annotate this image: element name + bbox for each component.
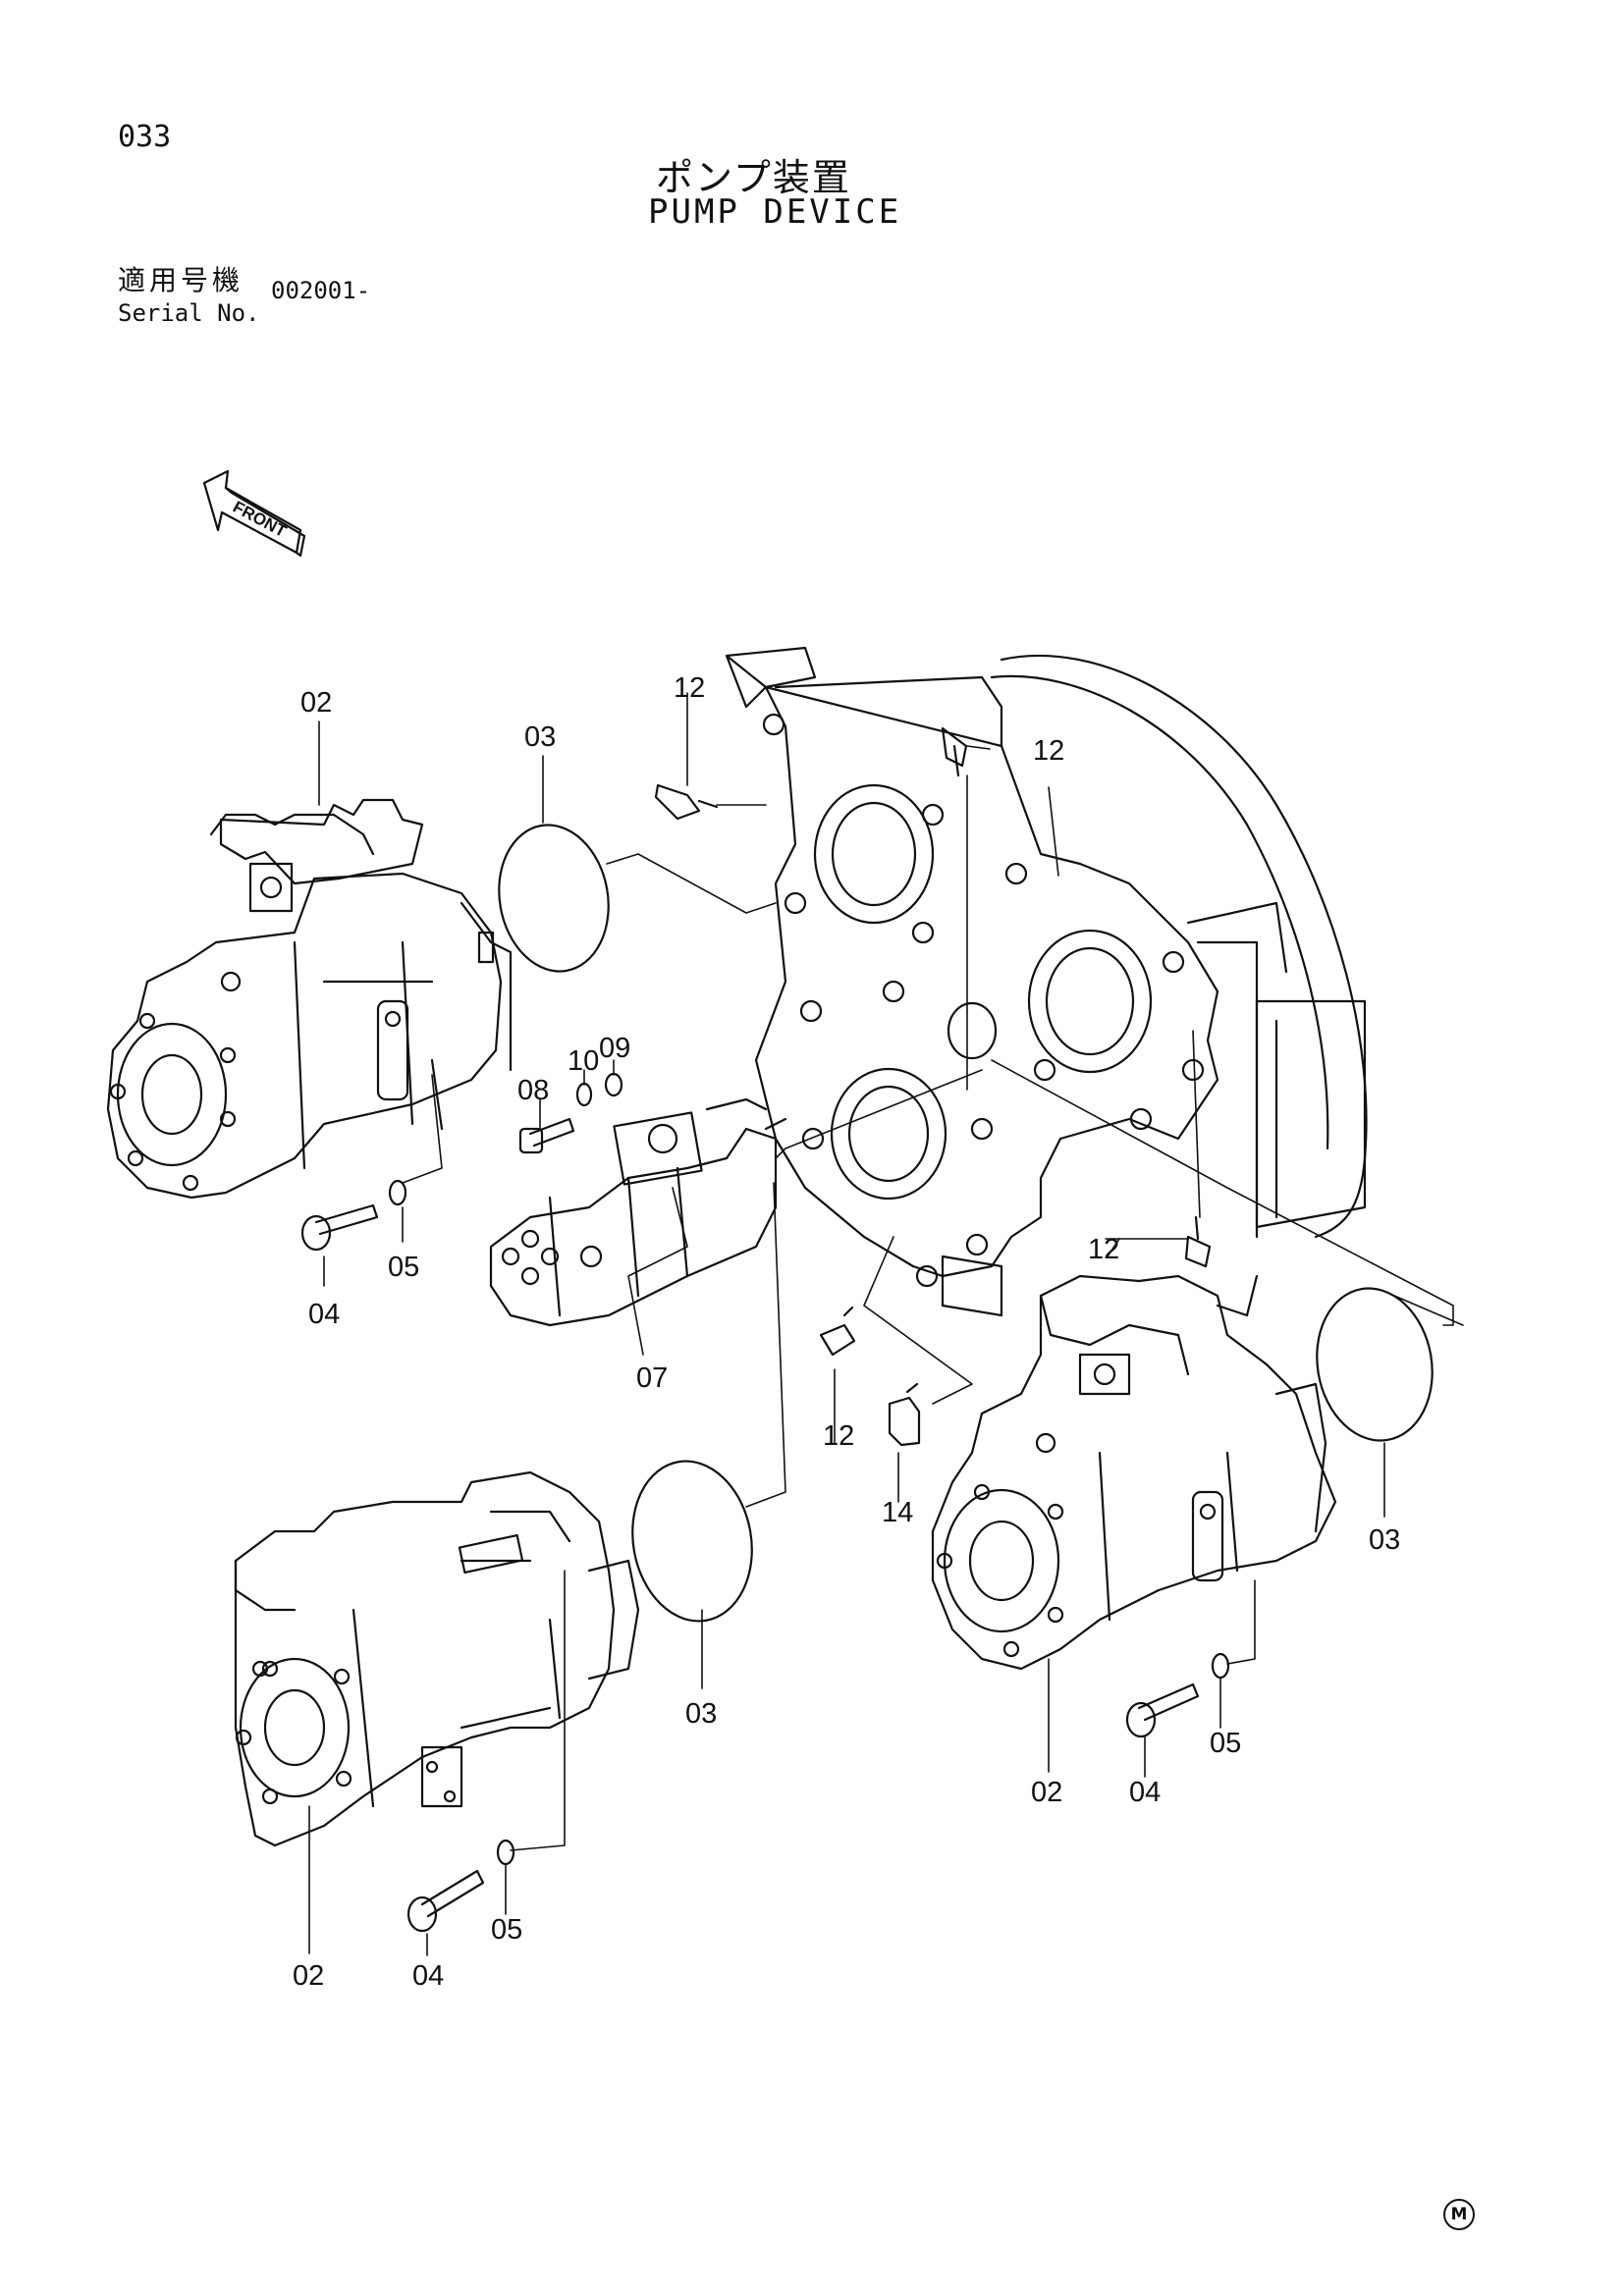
hydraulic-pump-lower-right (931, 1274, 1337, 1671)
callout-03: 03 (524, 721, 556, 753)
callout-07: 07 (636, 1362, 668, 1394)
page-number: 033 (118, 120, 172, 154)
bolt-04-upper (300, 1203, 379, 1252)
callout-12: 12 (823, 1420, 854, 1452)
o-ring-right (1316, 1287, 1434, 1442)
elbow-fitting-12-a (654, 783, 719, 821)
callout-02: 02 (293, 1960, 324, 1992)
callout-12: 12 (1033, 735, 1064, 767)
callout-14: 14 (882, 1497, 913, 1528)
washer-10 (575, 1082, 593, 1107)
washer-05-right (1211, 1652, 1230, 1680)
elbow-fitting-14 (888, 1382, 921, 1447)
bolt-04-lower (406, 1869, 485, 1933)
callout-08: 08 (517, 1075, 549, 1106)
page-title: PUMP DEVICE (648, 192, 902, 232)
callout-05: 05 (491, 1914, 522, 1946)
gear-pump (489, 1097, 787, 1327)
callout-05: 05 (1210, 1728, 1241, 1759)
hydraulic-pump-upper-left (106, 798, 513, 1200)
elbow-fitting-12-d (819, 1306, 856, 1357)
callout-12: 12 (1088, 1234, 1119, 1265)
callout-12: 12 (674, 672, 705, 704)
bolt-04-right (1125, 1682, 1200, 1738)
serial-number-value: 002001- (271, 277, 371, 304)
o-ring-lower (631, 1460, 753, 1623)
callout-05: 05 (388, 1252, 419, 1283)
callout-10: 10 (568, 1045, 599, 1077)
leader-lines (308, 692, 1464, 1956)
elbow-fitting-12-b (941, 726, 968, 777)
callout-02: 02 (300, 687, 332, 719)
front-arrow-icon (202, 469, 306, 558)
washer-09 (604, 1072, 623, 1097)
callout-03: 03 (685, 1698, 717, 1730)
callout-02: 02 (1031, 1777, 1062, 1808)
callout-03: 03 (1369, 1524, 1400, 1556)
callout-04: 04 (412, 1960, 444, 1992)
serial-label-japanese: 適用号機 (118, 264, 244, 296)
bolt-08 (518, 1117, 575, 1154)
o-ring-upper (498, 824, 610, 973)
callout-04: 04 (308, 1299, 340, 1330)
pump-housing (725, 646, 1368, 1317)
washer-05-upper (388, 1179, 407, 1206)
serial-label: Serial No. (118, 299, 260, 327)
maker-mark-icon: M (1443, 2199, 1475, 2230)
callout-09: 09 (599, 1033, 630, 1064)
hydraulic-pump-lower-left (234, 1470, 640, 1847)
page-title-japanese: ポンプ装置 (656, 156, 851, 199)
elbow-fitting-12-c (1184, 1215, 1212, 1268)
callout-04: 04 (1129, 1777, 1161, 1808)
washer-05-lower (496, 1839, 515, 1866)
